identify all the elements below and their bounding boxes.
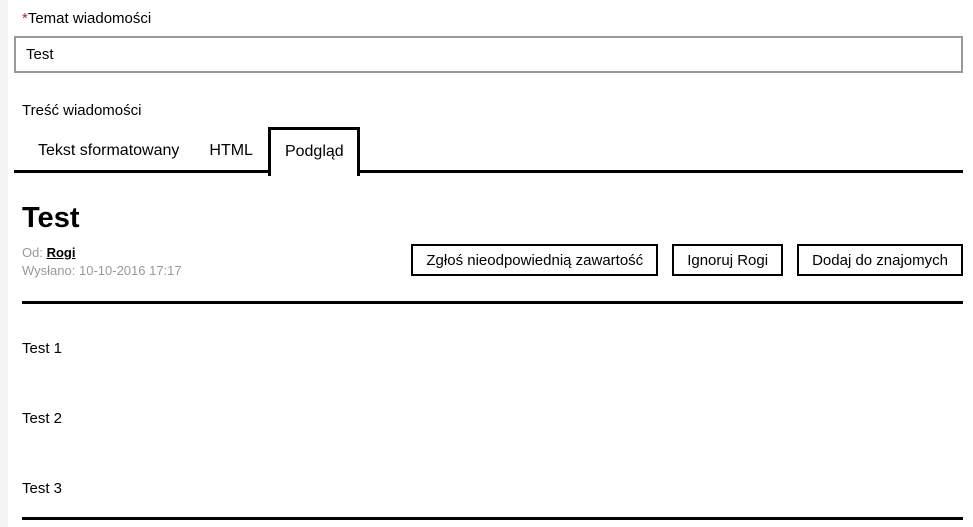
message-meta: Od: Rogi Wysłano: 10-10-2016 17:17: [22, 244, 182, 280]
report-content-button[interactable]: Zgłoś nieodpowiednią zawartość: [411, 244, 659, 276]
subject-input[interactable]: [14, 36, 963, 73]
message-actions: Zgłoś nieodpowiednią zawartość Ignoruj R…: [411, 244, 963, 276]
sent-value: 10-10-2016 17:17: [78, 263, 182, 278]
author-link[interactable]: Rogi: [46, 245, 76, 260]
message-body: Test 1 Test 2 Test 3: [22, 340, 963, 498]
tabbar-border: [14, 170, 963, 173]
message-title: Test: [22, 202, 80, 234]
tab-podglad[interactable]: Podgląd: [267, 127, 360, 176]
add-friend-button[interactable]: Dodaj do znajomych: [797, 244, 963, 276]
meta-from-line: Od: Rogi: [22, 244, 182, 262]
tab-html[interactable]: HTML: [209, 142, 253, 159]
message-divider-bottom: [22, 517, 963, 520]
subject-label-text: Temat wiadomości: [27, 10, 152, 27]
message-line: Test 3: [22, 480, 63, 497]
message-line: Test 1: [22, 340, 63, 357]
meta-sent-line: Wysłano: 10-10-2016 17:17: [22, 262, 182, 280]
required-marker: *: [22, 10, 28, 27]
tab-tekst-sformatowany[interactable]: Tekst sformatowany: [38, 142, 180, 159]
editor-tabbar: Tekst sformatowany HTML Podgląd: [14, 127, 963, 176]
body-label: Treść wiadomości: [22, 102, 142, 119]
sent-label: Wysłano:: [22, 263, 76, 278]
subject-label: *Temat wiadomości: [22, 10, 963, 27]
message-preview: Test Od: Rogi Wysłano: 10-10-2016 17:17 …: [14, 202, 963, 520]
message-divider-top: [22, 301, 963, 304]
message-line: Test 2: [22, 410, 63, 427]
from-label: Od:: [22, 245, 43, 260]
page-background-strip: [0, 0, 8, 527]
ignore-user-button[interactable]: Ignoruj Rogi: [672, 244, 784, 276]
message-editor: *Temat wiadomości Treść wiadomości Tekst…: [14, 0, 963, 520]
